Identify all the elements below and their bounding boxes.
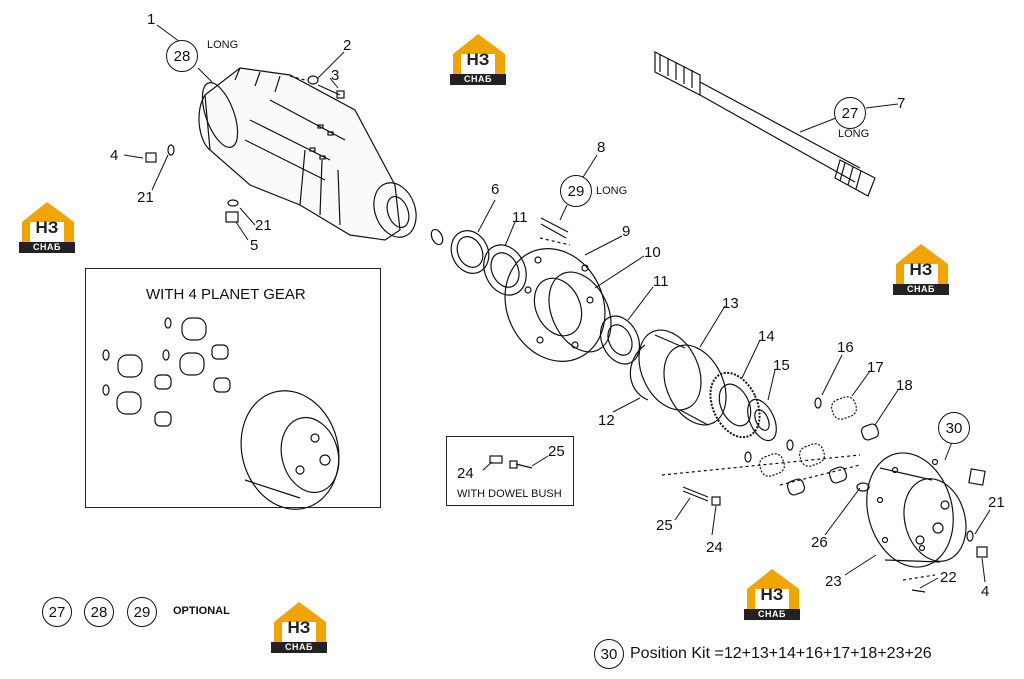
part-number-24: 24 — [706, 539, 723, 556]
inset-dowel-bush-box: WITH DOWEL BUSH — [446, 436, 574, 506]
inset-dowel-bush — [489, 455, 533, 469]
axle-shaft — [654, 51, 876, 197]
part-number-3: 3 — [331, 67, 340, 84]
callout-28: 28 — [166, 40, 198, 72]
part-number-14: 14 — [758, 328, 775, 345]
long-label-28: LONG — [207, 39, 239, 51]
kit-callout-30: 30 — [594, 639, 624, 669]
bolt-3 — [289, 75, 345, 99]
ring-gear — [629, 329, 727, 426]
leader-lines — [123, 24, 991, 589]
plug-4 — [145, 144, 175, 163]
part-number-8: 8 — [597, 139, 606, 156]
stud-8 — [539, 217, 571, 246]
part-number-18: 18 — [896, 377, 913, 394]
part-number-21: 21 — [988, 494, 1005, 511]
part-number-13: 13 — [722, 295, 739, 312]
part-number-11: 11 — [512, 209, 528, 226]
part-number-12: 12 — [598, 412, 615, 429]
part-number-25: 25 — [548, 443, 565, 460]
part-number-9: 9 — [622, 223, 631, 240]
part-number-4: 4 — [981, 583, 990, 600]
optional-label: OPTIONAL — [173, 605, 230, 617]
wheel-hub — [504, 248, 612, 362]
part-number-25: 25 — [656, 517, 673, 534]
planet-carrier — [866, 452, 988, 593]
part-number-17: 17 — [867, 359, 884, 376]
inset-planet-gears — [102, 317, 340, 510]
part-number-22: 22 — [940, 569, 957, 586]
part-number-23: 23 — [825, 573, 842, 590]
inset-planet-gear-title: WITH 4 PLANET GEAR — [146, 286, 306, 303]
bearing-11a — [483, 244, 527, 296]
sun-gear-14 — [709, 371, 761, 439]
planet-gears — [744, 396, 880, 496]
part-number-2: 2 — [343, 37, 352, 54]
legend-28: 28 — [84, 597, 114, 627]
seal-6 — [430, 228, 490, 274]
bearing-11b — [599, 315, 641, 365]
position-kit-legend: 30 Position Kit =12+13+14+16+17+18+23+26 — [594, 639, 932, 669]
axle-housing — [198, 67, 417, 241]
legend-27: 27 — [42, 597, 72, 627]
legend-29: 29 — [127, 597, 157, 627]
part-number-4: 4 — [110, 147, 119, 164]
callout-30: 30 — [938, 412, 970, 444]
part-number-21: 21 — [137, 189, 154, 206]
part-number-1: 1 — [147, 11, 156, 28]
part-number-11: 11 — [653, 273, 669, 290]
callout-29: 29 — [560, 175, 592, 207]
part-number-15: 15 — [773, 357, 790, 374]
part-number-10: 10 — [644, 244, 661, 261]
inset-planet-gear-box: WITH 4 PLANET GEAR — [85, 268, 381, 508]
part-number-26: 26 — [811, 534, 828, 551]
part-number-24: 24 — [457, 465, 474, 482]
inset-dowel-bush-title: WITH DOWEL BUSH — [457, 488, 562, 500]
part-number-7: 7 — [897, 95, 906, 112]
long-label-29: LONG — [596, 185, 628, 197]
part-number-16: 16 — [837, 339, 854, 356]
part-number-5: 5 — [250, 237, 259, 254]
kit-text: Position Kit =12+13+14+16+17+18+23+26 — [630, 645, 932, 662]
plug-5 — [225, 199, 239, 223]
thrust-washer-15 — [747, 398, 777, 442]
long-label-27: LONG — [838, 128, 870, 140]
callout-27: 27 — [834, 97, 866, 129]
part-number-21: 21 — [255, 217, 272, 234]
dowel-pin-25 — [661, 454, 861, 506]
part-number-6: 6 — [491, 181, 500, 198]
